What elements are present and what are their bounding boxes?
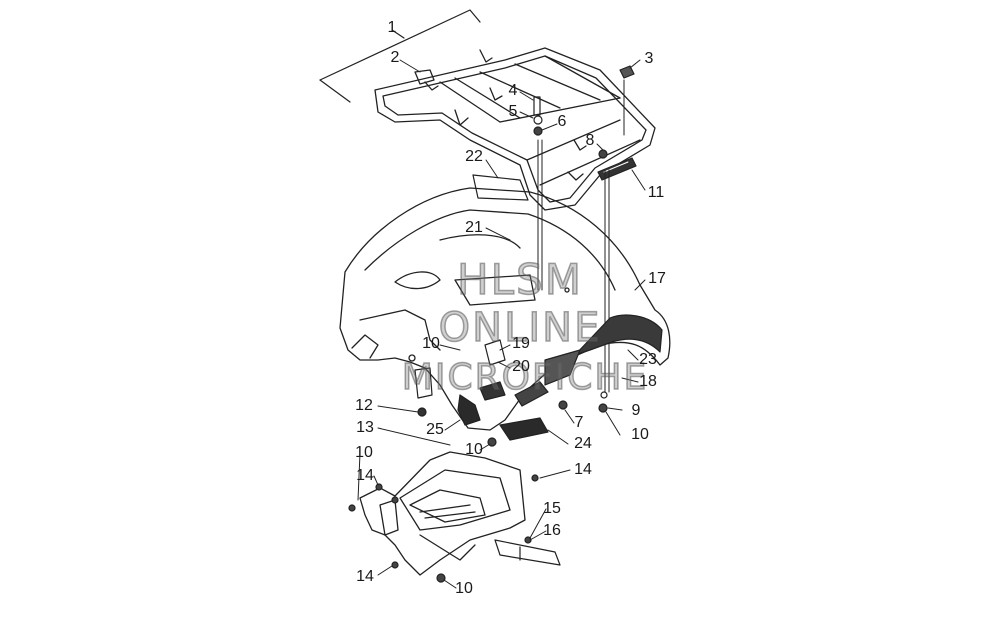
callout-5: 5 [508,103,518,120]
rear-fender-body [339,187,671,431]
callout-21: 21 [465,219,483,236]
callout-6: 6 [557,113,567,130]
callout-18: 18 [639,373,657,390]
callout-14-c: 14 [356,568,374,585]
callout-20: 20 [512,358,530,375]
callout-12: 12 [355,397,373,414]
rack-hardware [533,65,635,159]
callout-10-d: 10 [355,444,373,461]
rack-assembly-bracket [319,9,481,103]
callout-10-a: 10 [422,335,440,352]
callout-2: 2 [390,49,400,66]
callout-25: 25 [426,421,444,438]
mounting-guide-lines [537,79,625,393]
callout-9: 9 [631,402,641,419]
leader-lines [357,59,646,589]
callout-16: 16 [543,522,561,539]
fender-graphics [457,314,663,441]
callout-7: 7 [574,414,584,431]
callout-1: 1 [387,19,397,36]
callout-22: 22 [465,148,483,165]
callout-10-b: 10 [631,426,649,443]
rack-pad [472,174,529,201]
callout-8: 8 [585,132,595,149]
callout-11: 11 [647,184,665,201]
rack-decal [597,157,637,181]
watermark-line-3: MICROFICHE [401,357,649,398]
watermark-line-2: ONLINE [438,305,602,351]
callout-13: 13 [356,419,374,436]
footwell [359,451,526,576]
footrest-bar [494,539,561,566]
watermark-line-1: HLSM [456,255,583,304]
callout-4: 4 [508,82,518,99]
callout-17: 17 [648,270,666,287]
callout-10-c: 10 [465,441,483,458]
callout-15: 15 [543,500,561,517]
callout-23: 23 [639,351,657,368]
rear-rack [374,47,656,211]
fender-side-panel [414,339,506,399]
callout-14-a: 14 [356,467,374,484]
callout-3: 3 [644,50,654,67]
callout-24: 24 [574,435,592,452]
callout-14-b: 14 [574,461,592,478]
callout-19: 19 [512,335,530,352]
callout-10-e: 10 [455,580,473,597]
